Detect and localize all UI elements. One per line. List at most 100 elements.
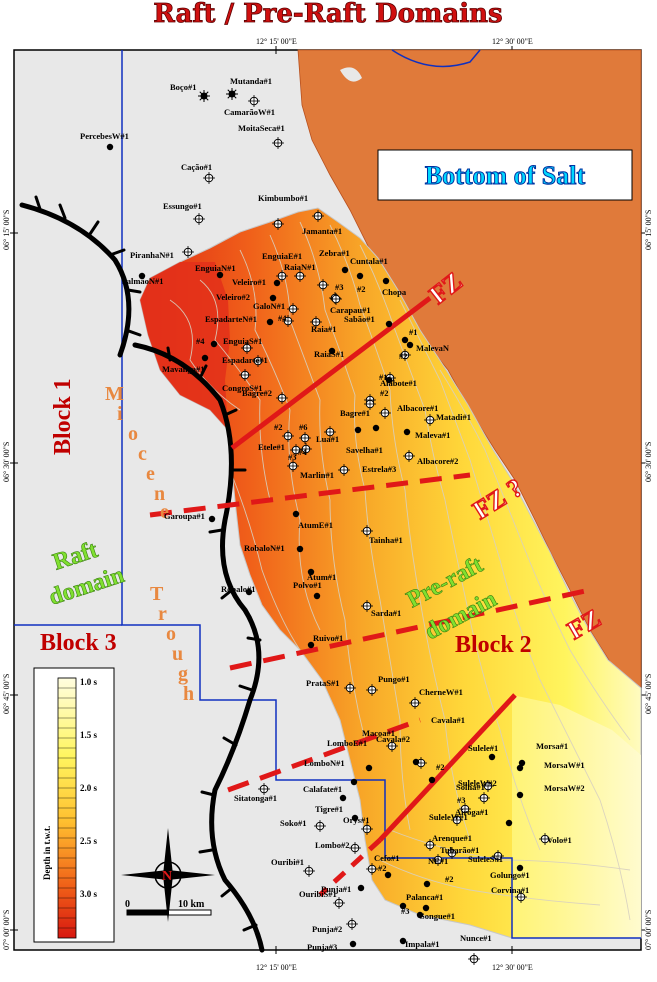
well-label: #6 [299,422,308,432]
well-marker: Estrela#3 [354,426,396,474]
well-marker: Raia#1 [310,316,337,334]
well-label: Punja#2 [312,924,342,934]
well-label: #2 [436,762,445,772]
well-label: #4 [298,447,307,457]
well-label: Cação#1 [181,162,212,172]
well-marker: Chopa [382,277,407,297]
coord-right-4: 07° 00' 00"S [644,910,653,950]
well-label: Sitatonga#1 [234,793,277,803]
well-marker: MorsaW#2 [516,783,585,799]
well-label: Jamanta#1 [302,226,342,236]
well-label: Tigre#1 [315,804,343,814]
well-marker: Ouribi#1 [271,857,315,877]
well-marker: Marlin#1 [300,464,350,480]
well-label: SuleleW#1 [429,812,468,822]
well-label: Chopa [382,287,407,297]
well-label: MalevaN [416,343,450,353]
well-label: Albacore#2 [417,456,458,466]
well-marker: Bagre#2 [242,388,288,404]
well-label: Mavanga#1 [162,364,205,374]
north-arrow: N [121,828,215,922]
coord-right-1: 06° 15' 00"S [644,210,653,250]
well-marker: Arenque#1 [424,833,472,851]
legend-title: Depth in t.w.t. [42,826,52,880]
well-marker: EnguiaN#1 [195,263,236,279]
well-marker: Lua#1 [316,426,339,444]
well-label: OuribiS#1 [299,889,337,899]
well-label: SuleleS#1 [468,854,503,864]
well-marker: Pungo#1 [366,674,410,696]
shallow-zone [512,695,641,938]
well-marker: PrataS#1 [306,678,356,694]
fault-ticks [34,195,262,932]
well-marker: Boço#1 [170,82,210,102]
well-marker: #3 [399,902,410,916]
well-marker: SuleleW#1 [429,812,468,826]
bottom-of-salt-box [377,149,633,201]
well-label: RaiaS#1 [314,349,344,359]
well-marker: Sulele#1 [468,743,498,761]
well-marker: GaloN#1 [253,301,299,315]
well-marker: SuleleS#1 [468,850,504,864]
well-label: #2 [357,284,366,294]
well-label: LomboN#1 [304,758,345,768]
well-label: Garoupa#1 [164,511,205,521]
well-label: Morsa#1 [536,741,568,751]
well-label: Songue#1 [420,911,455,921]
well-marker: Garoupa#1 [164,511,216,523]
coord-right-3: 06° 45' 00"S [644,674,653,714]
well-marker: Zebra#1 [319,248,350,274]
well-label: Cefo#1 [374,853,400,863]
well-label: MorsaW#1 [544,760,585,770]
well-label: Albacore#1 [397,403,438,413]
well-marker: Bagre#1 [340,398,376,418]
well-label: Palanca#1 [406,892,443,902]
well-marker: OuribiS#1 [299,889,345,909]
well-marker: MorsaW#1 [516,760,585,772]
well-marker: CherneW#1 [409,687,463,709]
well-marker: #2 [274,422,294,442]
well-label: #4 [196,336,205,346]
well-marker: PiranhaN#1 [130,246,194,260]
well-marker: Maleva#1 [403,428,450,440]
coord-top-1: 12° 15' 00"E [256,37,297,46]
well-marker: Mutanda#1 [226,76,272,100]
wells-layer: Boço#1Mutanda#1CamarãoW#1MoitaSeca#1Perc… [80,76,585,965]
well-label: Savelha#1 [346,445,383,455]
coord-right-2: 06° 30' 00"S [644,442,653,482]
well-marker: #6 [299,422,311,444]
well-label: Tubarão#1 [440,845,479,855]
well-label: LomboE#1 [327,738,367,748]
well-label: Marlin#1 [300,470,334,480]
well-marker: Atum#1 [307,568,336,582]
well-marker: Punja#1 [321,884,365,894]
well-label: CongroS#1 [222,383,262,393]
well-marker: MoitaSeca#1 [238,123,285,149]
well-marker: #2 [423,874,454,888]
well-marker: CongroS#1 [222,369,262,393]
well-label: #4 [278,313,287,323]
well-marker: Palanca#1 [406,892,443,912]
well-marker: Espadarte#1 [222,355,268,367]
well-label: Golungo#1 [490,870,530,880]
well-marker: #4 [196,336,218,348]
well-marker: Nunce#1 [460,933,492,965]
fault-zones [149,296,591,897]
well-label: MoitaSeca#1 [238,123,285,133]
well-label: Boço#1 [170,82,196,92]
well-label: #3 [335,282,344,292]
well-label: #3 [457,795,466,805]
well-marker: Matadi#1 [424,412,471,426]
well-label: EspadarteN#1 [205,314,257,324]
legend-tick-3: 2.0 s [80,783,98,793]
well-label: CherneW#1 [419,687,463,697]
well-label: Robalo#1 [221,584,255,594]
well-marker: Orys#1 [343,815,373,835]
well-label: Punja#3 [307,942,337,952]
scale-start: 0 [125,899,130,910]
well-marker: #3 [457,795,471,815]
well-marker: Robalo#1 [221,584,255,596]
well-marker: Macoa#1 [362,728,398,752]
